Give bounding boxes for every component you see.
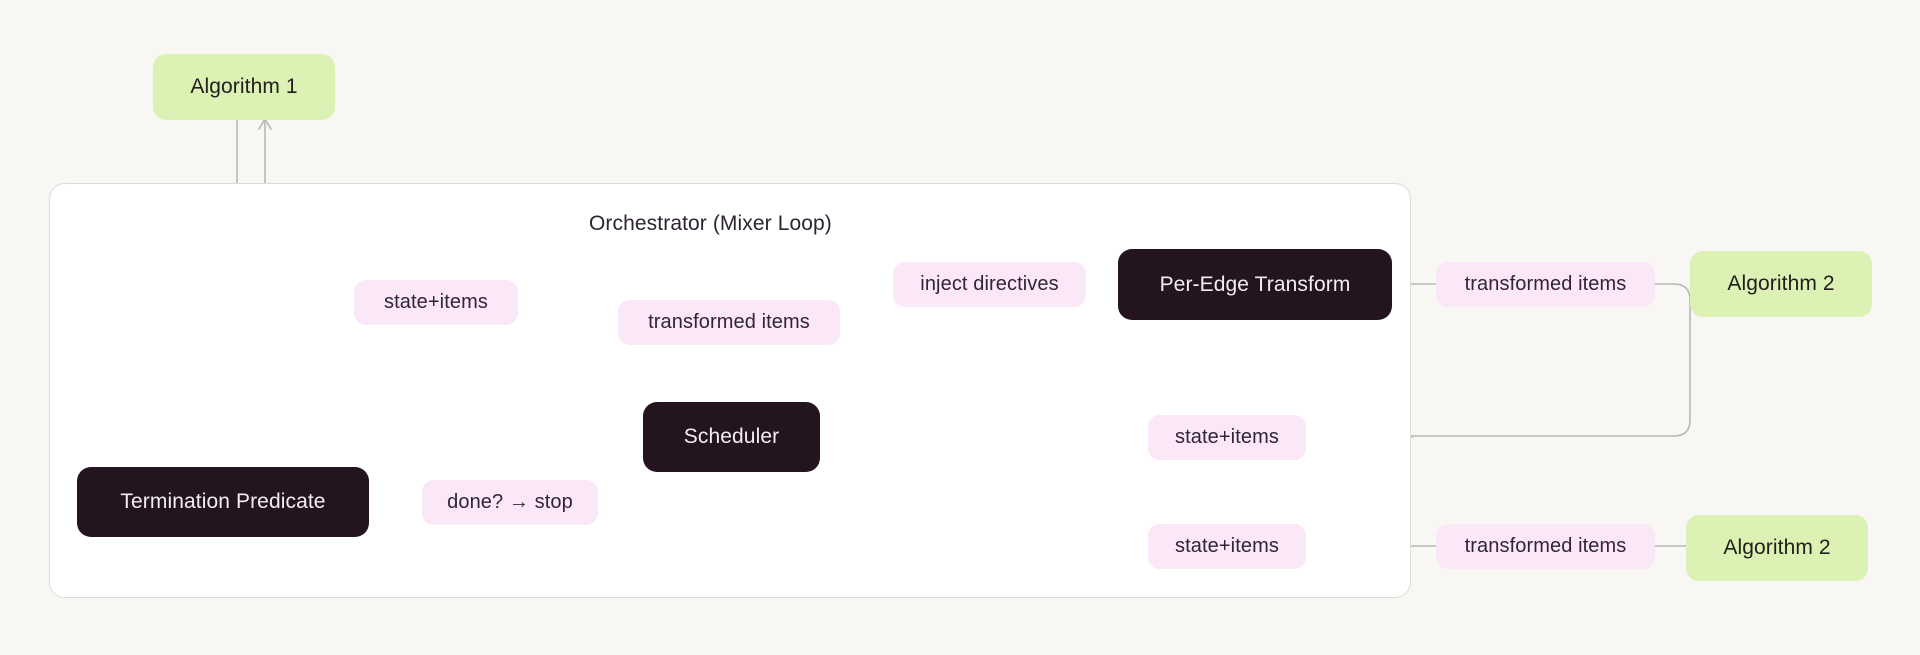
node-algorithm-2-top[interactable]: Algorithm 2 xyxy=(1690,251,1872,317)
chip-inject-directives: inject directives xyxy=(893,262,1086,307)
node-algorithm-2-bottom[interactable]: Algorithm 2 xyxy=(1686,515,1868,581)
edge-transformed-top-to-alg2 xyxy=(1411,283,1691,437)
chip-transformed-items-top: transformed items xyxy=(1436,262,1655,307)
orchestrator-group-title: Orchestrator (Mixer Loop) xyxy=(589,212,832,235)
node-scheduler[interactable]: Scheduler xyxy=(643,402,820,472)
chip-transformed-items-bottom: transformed items xyxy=(1436,524,1655,569)
chip-done-stop: done? → stop xyxy=(422,480,598,525)
chip-state-items-bottom: state+items xyxy=(1148,524,1306,569)
node-termination-predicate[interactable]: Termination Predicate xyxy=(77,467,369,537)
node-per-edge-transform[interactable]: Per-Edge Transform xyxy=(1118,249,1392,320)
chip-state-items-mid: state+items xyxy=(1148,415,1306,460)
chip-transformed-items-mid: transformed items xyxy=(618,300,840,345)
node-algorithm-1[interactable]: Algorithm 1 xyxy=(153,54,335,120)
chip-state-items-left: state+items xyxy=(354,280,518,325)
